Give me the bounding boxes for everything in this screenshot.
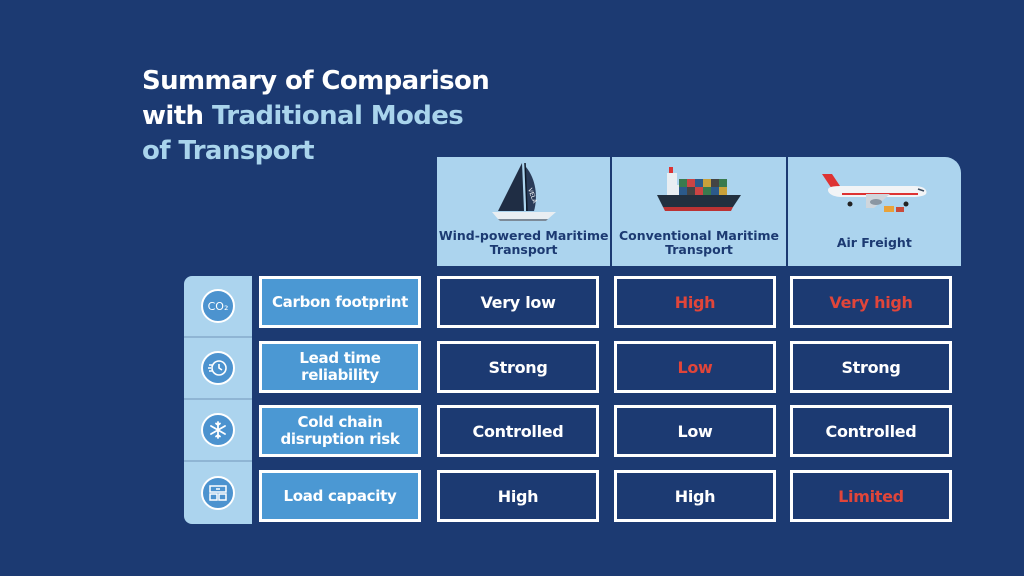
airplane-icon: [814, 157, 934, 227]
value-cell: Controlled: [790, 405, 952, 457]
title-line-2-prefix: with: [142, 101, 212, 131]
page-title: Summary of Comparison with Traditional M…: [142, 64, 490, 169]
sailing-ship-icon: VELA: [484, 157, 564, 227]
value-cell: Strong: [790, 341, 952, 393]
column-label-air: Air Freight: [836, 235, 912, 250]
value-cell: Very high: [790, 276, 952, 328]
value-cell: High: [437, 470, 599, 522]
column-header-conventional: Conventional Maritime Transport: [612, 157, 788, 266]
column-header-panel: VELA Wind-powered Maritime Transport: [437, 157, 961, 266]
title-line-2-accent: Traditional Modes: [211, 101, 464, 131]
value-cell: Low: [614, 405, 776, 457]
column-label-conventional: Conventional Maritime Transport: [618, 228, 780, 257]
co2-icon: CO₂: [201, 289, 235, 323]
clock-icon: [201, 351, 235, 385]
co2-icon-text: CO₂: [207, 299, 229, 313]
value-cell: Low: [614, 341, 776, 393]
row-label-carbon-footprint: Carbon footprint: [259, 276, 421, 328]
value-cell: Very low: [437, 276, 599, 328]
value-cell: Strong: [437, 341, 599, 393]
container-ship-icon: [651, 157, 747, 227]
title-line-3: of Transport: [142, 136, 315, 166]
row-label-lead-time-reliability: Lead time reliability: [259, 341, 421, 393]
row-icon-cell-4: [184, 462, 252, 524]
value-cell: Limited: [790, 470, 952, 522]
row-icon-cell-3: [184, 400, 252, 462]
row-label-load-capacity: Load capacity: [259, 470, 421, 522]
value-cell: High: [614, 470, 776, 522]
snowflake-icon: [201, 413, 235, 447]
row-label-cold-chain-risk: Cold chain disruption risk: [259, 405, 421, 457]
row-icon-cell-2: [184, 338, 252, 400]
row-icon-cell-1: CO₂: [184, 276, 252, 338]
title-line-2: with Traditional Modes: [142, 99, 489, 134]
cargo-icon: [201, 476, 235, 510]
column-header-air: Air Freight: [788, 157, 961, 266]
value-cell: High: [614, 276, 776, 328]
value-cell: Controlled: [437, 405, 599, 457]
column-label-wind: Wind-powered Maritime Transport: [438, 228, 609, 257]
title-line-1: Summary of Comparison: [142, 66, 490, 96]
column-header-wind: VELA Wind-powered Maritime Transport: [437, 157, 613, 266]
row-icon-column: CO₂: [184, 276, 252, 524]
